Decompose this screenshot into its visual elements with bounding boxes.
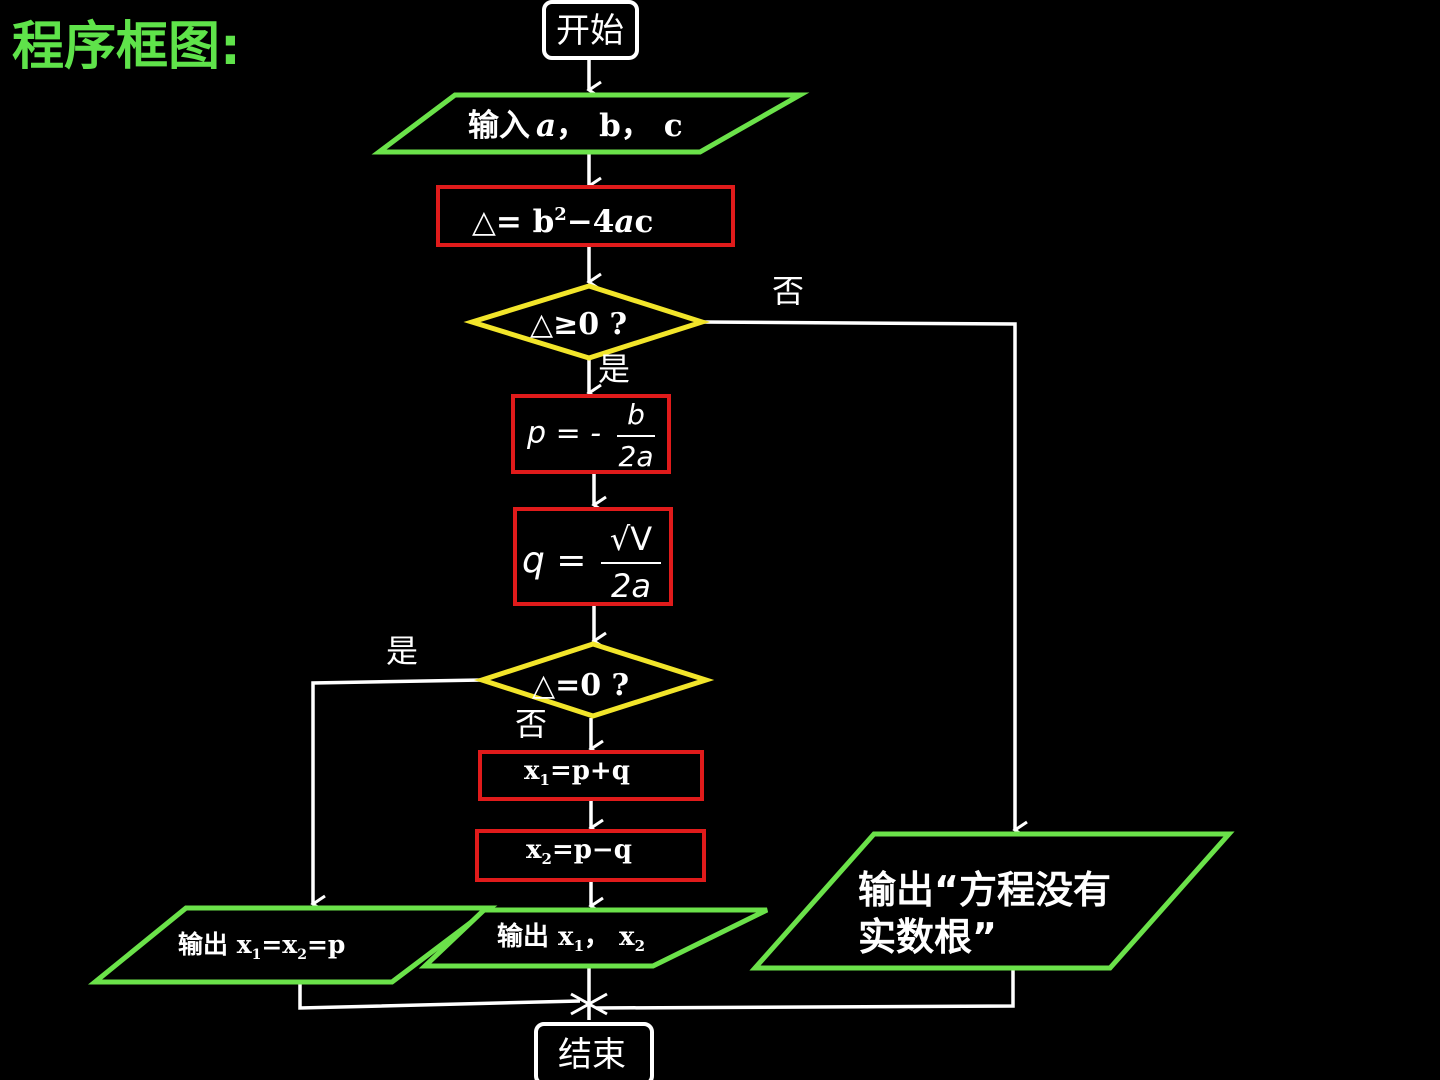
cond1-label: △≥0 ? bbox=[530, 307, 627, 342]
edge-cond2-yes bbox=[310, 678, 483, 914]
decision-delta-nonnegative bbox=[463, 283, 711, 361]
connectors bbox=[298, 60, 1028, 1020]
q-process bbox=[513, 507, 673, 606]
decision-delta-zero bbox=[473, 641, 715, 719]
end-label: 结束 bbox=[558, 1035, 626, 1075]
output-equal-root bbox=[87, 905, 498, 985]
x2-label: x2=p−q bbox=[526, 835, 632, 868]
p-denominator: 2a bbox=[619, 440, 654, 473]
x1-label: x1=p+q bbox=[524, 756, 630, 789]
p-process bbox=[511, 394, 671, 474]
x1-process bbox=[478, 750, 704, 801]
x2-process bbox=[475, 829, 706, 882]
edge-out-none-end bbox=[595, 968, 1015, 1010]
input-parallelogram bbox=[371, 92, 810, 155]
output-two-roots bbox=[418, 907, 769, 969]
merge-arrows bbox=[570, 992, 608, 1016]
cond1-yes-label: 是 bbox=[598, 350, 630, 388]
discriminant-process bbox=[436, 185, 735, 247]
start-terminal bbox=[542, 0, 639, 60]
q-numerator: √V bbox=[610, 520, 652, 558]
cond2-yes-label: 是 bbox=[386, 632, 418, 670]
output-no-roots bbox=[749, 831, 1235, 971]
discriminant-label: △= b2−4ac bbox=[472, 204, 653, 240]
edge-cond1-no bbox=[701, 320, 1028, 840]
output-two-label: 输出 x1， x2 bbox=[497, 921, 645, 955]
page-title: 程序框图: bbox=[12, 17, 241, 77]
cond2-label: △=0 ? bbox=[532, 668, 629, 703]
start-label: 开始 bbox=[556, 11, 624, 51]
cond1-no-label: 否 bbox=[772, 272, 804, 310]
end-terminal bbox=[534, 1022, 654, 1080]
q-denominator: 2a bbox=[611, 567, 651, 605]
output-none-line2: 实数根” bbox=[858, 915, 997, 959]
edge-out-eq-end bbox=[298, 984, 581, 1010]
p-lhs: p = - bbox=[526, 416, 601, 451]
output-equal-label: 输出 x1=x2=p bbox=[178, 930, 345, 963]
output-none-line1: 输出“方程没有 bbox=[858, 868, 1111, 912]
p-numerator: b bbox=[627, 398, 645, 431]
cond2-no-label: 否 bbox=[515, 705, 547, 743]
q-lhs: q = bbox=[522, 540, 586, 581]
